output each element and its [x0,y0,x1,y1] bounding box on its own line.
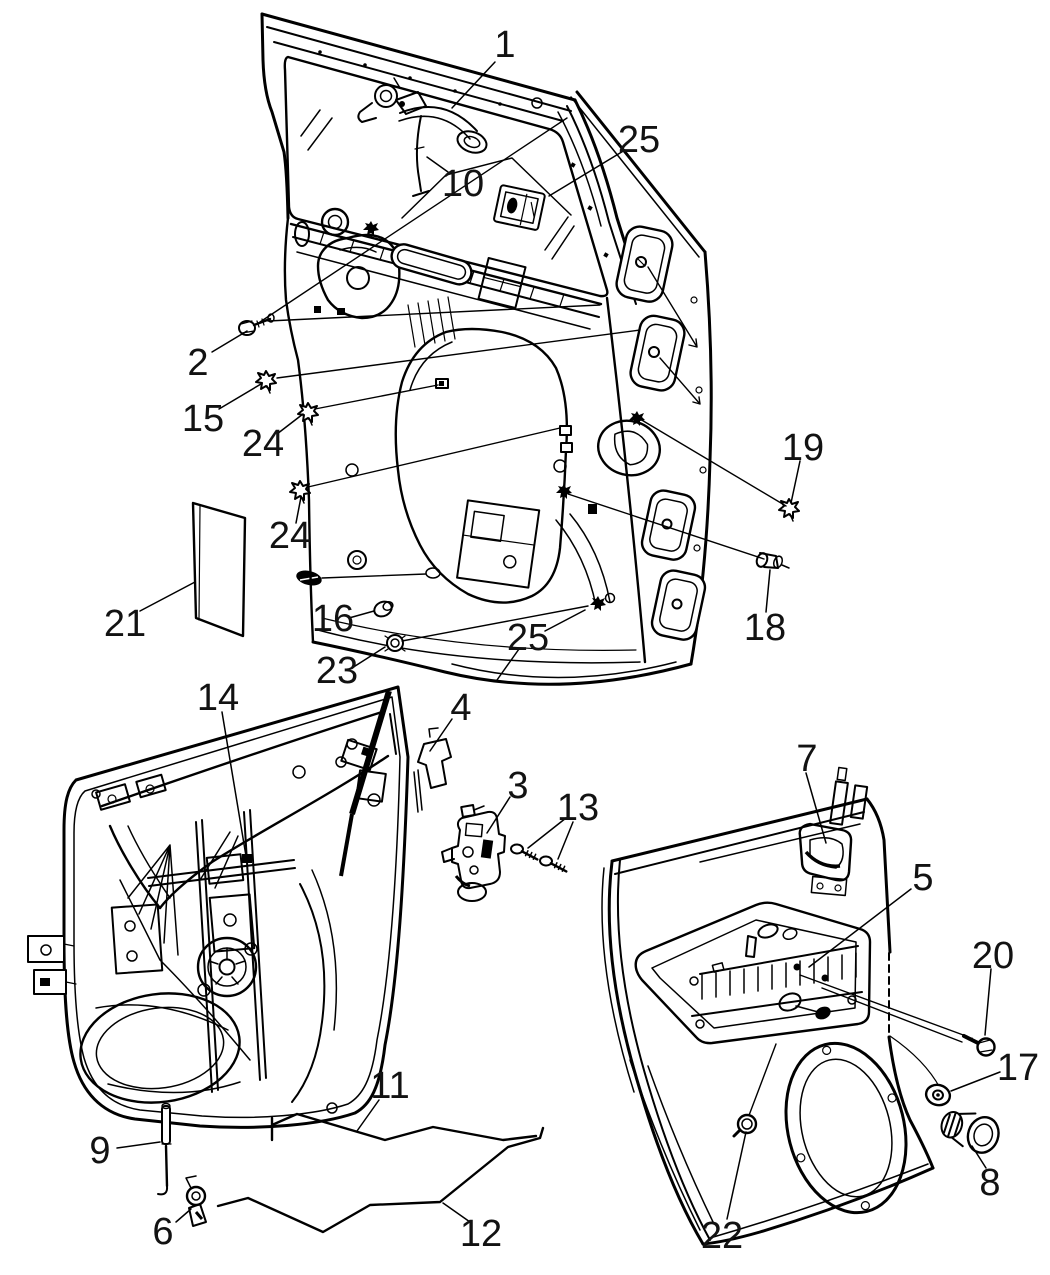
callout-3: 3 [486,765,529,834]
callout-19: 19 [782,427,824,504]
rod-9 [157,1102,172,1196]
callout-16: 16 [312,598,375,640]
lock-rod [415,115,422,192]
bolt-2 [238,313,275,336]
reference-lines [259,117,787,642]
hinge-face [283,216,713,686]
svg-text:19: 19 [782,427,824,469]
callout-13: 13 [527,787,599,860]
callout-2: 2 [187,330,248,384]
regulator-door-drawing [27,685,452,1129]
speaker-opening [784,1041,908,1215]
grommet-16 [373,600,394,618]
svg-text:5: 5 [912,857,933,899]
svg-text:13: 13 [557,787,599,829]
lower-door-details [27,738,387,1114]
clip-19 [778,498,800,522]
callout-14: 14 [197,677,247,857]
inner-panel-details [294,207,645,664]
svg-text:15: 15 [182,398,224,440]
svg-text:11: 11 [370,1065,409,1107]
link-rods-and-lock [157,1102,545,1234]
svg-text:14: 14 [197,677,239,719]
callout-22: 22 [701,1131,747,1257]
callout-23: 23 [316,646,386,692]
water-shield-panel-21 [191,501,247,638]
callout-24-lower: 24 [269,496,311,557]
trim-panel-drawing [601,766,967,1246]
svg-text:4: 4 [450,687,471,729]
callout-25-lower: 25 [496,609,586,681]
callout-12: 12 [442,1202,502,1255]
svg-text:17: 17 [997,1047,1039,1089]
callout-24-upper: 24 [242,413,304,465]
callout-11: 11 [356,1065,410,1132]
svg-text:25: 25 [618,119,660,161]
callout-15: 15 [182,383,262,440]
rod-12 [216,1126,545,1234]
svg-text:7: 7 [796,738,817,780]
window-aperture [283,55,609,298]
callout-10: 10 [426,156,484,205]
clip-15 [255,370,277,394]
callout-7: 7 [796,738,827,844]
inside-handle-assembly [357,77,572,219]
latch-assembly-3 [441,804,506,902]
svg-text:21: 21 [104,603,146,645]
callout-5: 5 [808,857,934,968]
callout-9: 9 [89,1130,161,1172]
svg-text:3: 3 [507,765,528,807]
svg-text:10: 10 [442,163,484,205]
window-regulator [110,809,296,1093]
svg-text:6: 6 [152,1211,173,1253]
clip-18 [755,552,790,569]
callout-20: 20 [972,935,1014,1036]
callout-17: 17 [950,1047,1039,1092]
sash-stubs [829,766,869,826]
svg-text:8: 8 [979,1162,1000,1204]
callout-25-top: 25 [548,119,660,197]
switch-bezel [493,184,546,231]
clip-24-upper [297,402,319,426]
nut-23 [384,634,406,652]
svg-text:1: 1 [494,24,515,66]
map-pocket-opening [634,901,872,1045]
door-frame [260,12,707,305]
svg-text:24: 24 [269,515,311,557]
pull-cup-7 [798,822,853,897]
svg-text:9: 9 [89,1130,110,1172]
bolt-22 [732,1113,758,1138]
bracket-4 [413,727,452,813]
svg-text:20: 20 [972,935,1014,977]
callout-6: 6 [152,1208,192,1253]
callout-18: 18 [744,569,786,649]
svg-text:2: 2 [187,342,208,384]
trim-panel-fasteners [732,1034,1000,1154]
callout-1: 1 [451,24,516,109]
lock-knob-8 [940,1111,1000,1154]
svg-text:16: 16 [312,598,354,640]
svg-text:22: 22 [701,1215,743,1257]
callouts: 1 10 25 2 15 24 24 21 [89,24,1039,1257]
bolt-20 [962,1034,996,1057]
screw-13b [538,854,569,873]
svg-text:25: 25 [507,617,549,659]
callout-21: 21 [104,581,196,645]
grommet-17 [924,1083,952,1107]
rod-11 [270,1112,538,1142]
svg-text:12: 12 [460,1213,502,1255]
callout-8: 8 [971,1145,1001,1204]
svg-text:24: 24 [242,423,284,465]
callout-4: 4 [429,687,472,752]
screw-13a [509,842,540,861]
svg-text:23: 23 [316,650,358,692]
rear-door-shell-drawing [260,12,713,686]
svg-text:18: 18 [744,607,786,649]
door-shell-fasteners [191,313,800,652]
lock-bezel-6 [185,1175,207,1227]
